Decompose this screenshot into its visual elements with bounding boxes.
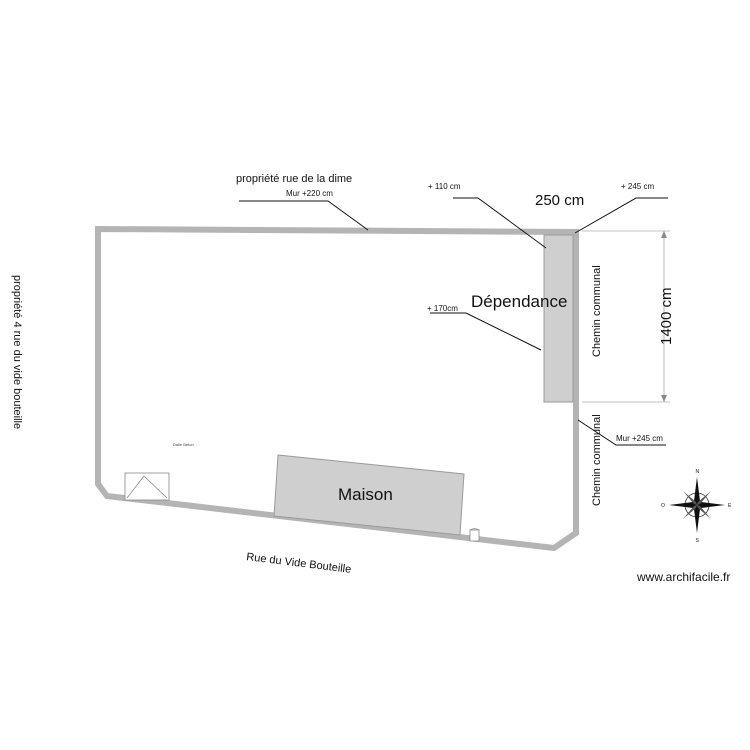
door-symbol bbox=[469, 528, 480, 542]
dependance-label: Dépendance bbox=[471, 292, 567, 311]
dimension-arrow-bottom bbox=[661, 395, 667, 402]
compass-south: S bbox=[696, 538, 700, 544]
dependance-building bbox=[543, 234, 574, 403]
gate-symbol bbox=[124, 472, 170, 501]
compass-rose-icon: N S E O bbox=[661, 469, 732, 544]
dimension-arrow-top bbox=[661, 231, 667, 238]
north-property-label: propriété rue de la dime bbox=[236, 173, 352, 185]
east-wall-label: Mur +245 cm bbox=[616, 434, 663, 443]
west-property-label: propriété 4 rue du vide bouteille bbox=[11, 275, 23, 429]
compass-west: O bbox=[661, 503, 665, 509]
height-170-label: + 170cm bbox=[427, 304, 458, 313]
leader-lines bbox=[239, 197, 668, 446]
height-110-label: + 110 cm bbox=[428, 182, 461, 191]
watermark-label: www.archifacile.fr bbox=[636, 570, 730, 584]
street-label: Rue du Vide Bouteille bbox=[246, 551, 352, 576]
dimension-1400 bbox=[582, 230, 670, 403]
chemin-communal-upper-label: Chemin communal bbox=[591, 265, 603, 357]
maison-label: Maison bbox=[338, 485, 393, 504]
length-dimension-label: 1400 cm bbox=[658, 287, 675, 345]
compass-east: E bbox=[728, 503, 732, 509]
north-wall-label: Mur +220 cm bbox=[286, 189, 333, 198]
compass-north: N bbox=[696, 469, 700, 475]
height-245-label: + 245 cm bbox=[621, 182, 654, 191]
chemin-communal-lower-label: Chemin communal bbox=[591, 414, 603, 506]
dalle-beton-label: Dalle Beton bbox=[173, 442, 194, 447]
maison-building bbox=[273, 454, 465, 536]
width-dimension-label: 250 cm bbox=[535, 192, 584, 209]
